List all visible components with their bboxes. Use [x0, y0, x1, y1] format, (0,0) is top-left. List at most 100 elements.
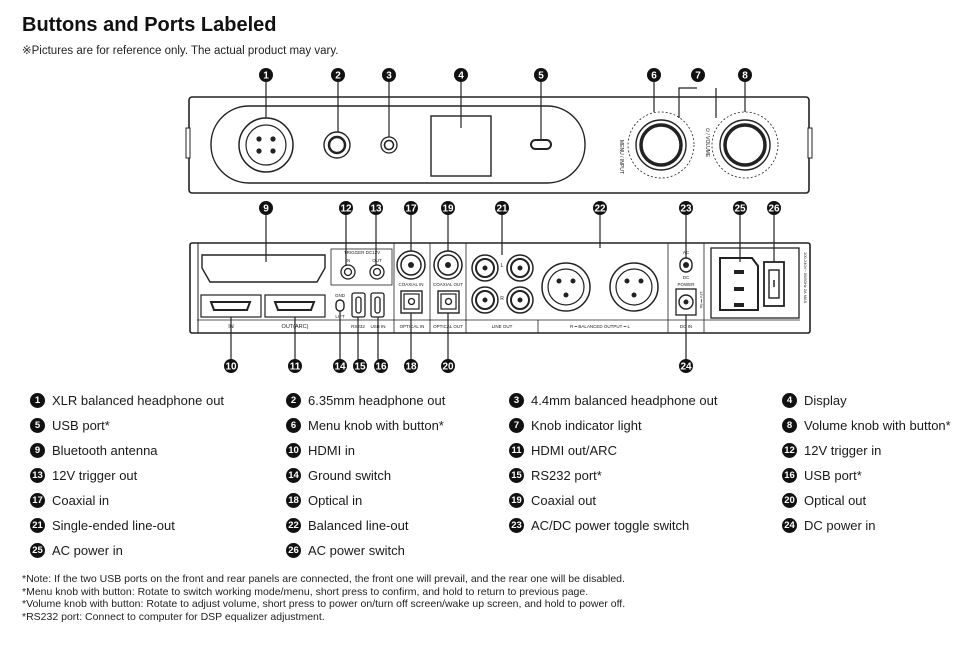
line-r-label: R [500, 296, 504, 302]
line-out-left-top[interactable] [471, 254, 499, 282]
bluetooth-antenna [201, 254, 326, 283]
trigger-out-port[interactable] [369, 264, 385, 280]
balanced-out-right[interactable] [541, 262, 591, 312]
number-badge: 20 [782, 493, 797, 508]
callout-19: 19 [442, 204, 454, 215]
callout-14: 14 [334, 362, 346, 373]
menu-knob[interactable] [627, 111, 695, 179]
legend-text: AC power in [52, 543, 123, 558]
trigger-in-port[interactable] [340, 264, 356, 280]
dc-label: DC [683, 275, 690, 280]
legend-text: USB port* [804, 468, 862, 483]
optical-out-port[interactable] [437, 290, 460, 314]
legend-text: 12V trigger in [804, 443, 882, 458]
coaxial-out-port[interactable] [433, 250, 463, 280]
footnotes: *Note: If the two USB ports on the front… [22, 573, 625, 623]
number-badge: 22 [286, 518, 301, 533]
coaxial-in-port[interactable] [396, 250, 426, 280]
ac-power-switch[interactable] [763, 261, 785, 307]
number-badge: 12 [782, 443, 797, 458]
optical-in-port[interactable] [400, 290, 423, 314]
4-4mm-headphone-port[interactable] [380, 136, 398, 154]
hdmi-in-port[interactable] [200, 294, 262, 318]
front-callouts: 1 2 3 4 5 6 7 8 [259, 68, 752, 82]
trigger-out-label: OUT [372, 258, 382, 263]
number-badge: 13 [30, 468, 45, 483]
page-subtitle: ※Pictures are for reference only. The ac… [22, 45, 339, 57]
legend-text: Ground switch [308, 468, 392, 483]
legend-text: 4.4mm balanced headphone out [531, 393, 718, 408]
power-label: POWER [677, 282, 695, 287]
number-badge: 24 [782, 518, 797, 533]
trigger-label: TRIGGER DC12V [344, 250, 380, 255]
callout-17: 17 [405, 204, 417, 215]
number-badge: 23 [509, 518, 524, 533]
coaxial-out-label: COAXIAL OUT [433, 282, 463, 287]
note-line: *Menu knob with button: Rotate to switch… [22, 585, 589, 598]
legend-text: HDMI in [308, 443, 355, 458]
callout-11: 11 [290, 362, 301, 373]
callout-3: 3 [386, 71, 392, 82]
balanced-out-left[interactable] [609, 262, 659, 312]
legend-text: DC power in [804, 518, 876, 533]
number-badge: 19 [509, 493, 524, 508]
indicator-leader [678, 87, 697, 118]
number-badge: 16 [782, 468, 797, 483]
trigger-in-label: IN [346, 258, 351, 263]
hdmi-out-port[interactable] [264, 294, 326, 318]
line-out-left-top-2[interactable] [506, 254, 534, 282]
ac-power-inlet[interactable] [710, 247, 800, 319]
dc-spec-label: 12V ⎓ 5A [699, 291, 704, 309]
legend-text: Optical in [308, 493, 363, 508]
rear-panel: IN OUT(ARC) TRIGGER DC12V IN OUT GND LIF… [189, 242, 811, 334]
front-callout-lines [265, 82, 746, 140]
dc-power-in[interactable] [675, 288, 697, 316]
legend-text: Display [804, 393, 847, 408]
callout-9: 9 [263, 204, 269, 215]
callout-6: 6 [651, 71, 657, 82]
rear-callouts: 9 12 13 17 19 21 22 23 25 26 10 11 14 15… [224, 201, 781, 373]
legend-item: 16 USB port* [782, 468, 862, 483]
callout-21: 21 [496, 204, 508, 215]
legend-text: RS232 port* [531, 468, 602, 483]
callout-10: 10 [225, 362, 237, 373]
gnd-label: GND [335, 293, 346, 298]
volume-label: ⏻ / VOLUME [704, 128, 710, 158]
legend-text: XLR balanced headphone out [52, 393, 225, 408]
legend-item: 10 HDMI in [286, 443, 355, 458]
line-out-right-bottom-2[interactable] [506, 286, 534, 314]
legend-text: AC power switch [308, 543, 405, 558]
number-badge: 7 [509, 418, 524, 433]
legend-text: Bluetooth antenna [52, 443, 158, 458]
line-out-right-bottom[interactable] [471, 286, 499, 314]
number-badge: 10 [286, 443, 301, 458]
legend-text: Menu knob with button* [308, 418, 444, 433]
callout-4: 4 [458, 71, 464, 82]
line-l-label: L [501, 263, 504, 269]
number-badge: 2 [286, 393, 301, 408]
callout-23: 23 [680, 204, 692, 215]
front-usb-port[interactable] [530, 139, 552, 150]
number-badge: 21 [30, 518, 45, 533]
volume-knob[interactable] [711, 111, 779, 179]
ground-switch[interactable] [335, 299, 345, 312]
callout-15: 15 [354, 362, 366, 373]
callout-18: 18 [405, 362, 417, 373]
xlr-headphone-port[interactable] [238, 117, 294, 173]
page-title: Buttons and Ports Labeled [22, 14, 277, 36]
6-35mm-headphone-port[interactable] [323, 131, 351, 159]
legend-text: Optical out [804, 493, 867, 508]
legend-item: 12 12V trigger in [782, 443, 881, 458]
callout-1: 1 [263, 71, 269, 82]
legend-text: Coaxial in [52, 493, 110, 508]
